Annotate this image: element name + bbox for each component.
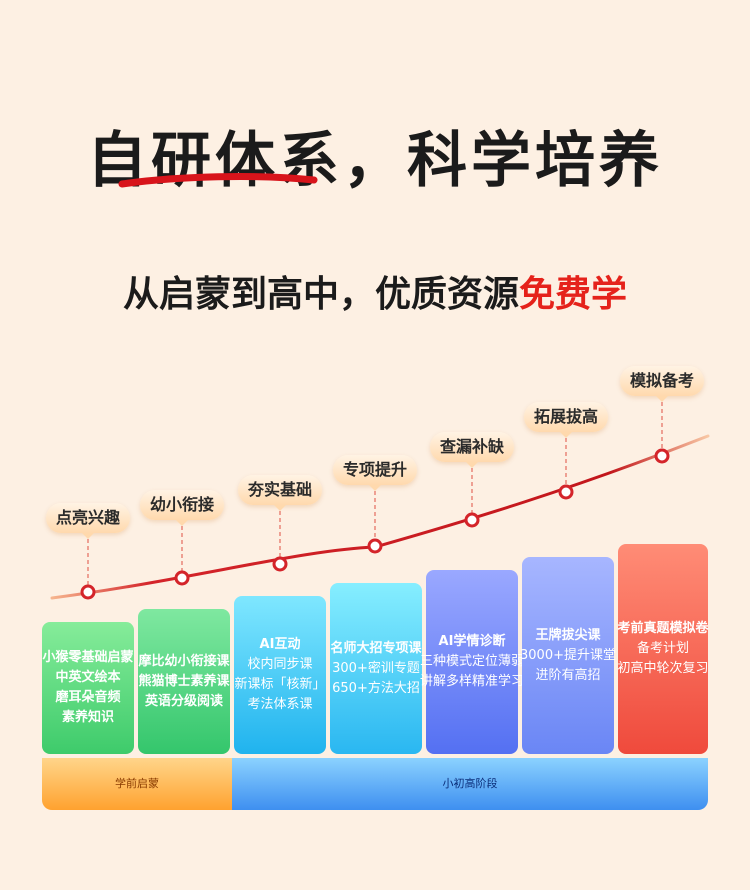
milestone-point — [272, 556, 288, 572]
course-card-line: 王牌拔尖课 — [535, 627, 601, 643]
course-card: 考前真题模拟卷备考计划初高中轮次复习 — [617, 544, 709, 754]
course-card-line: 备考计划 — [636, 641, 689, 656]
course-card-line: 考前真题模拟卷 — [617, 621, 709, 636]
milestone-point — [654, 448, 670, 464]
milestone-label: 幼小衔接 — [139, 490, 225, 526]
course-card-line: 650+方法大招 — [332, 680, 420, 696]
course-card-line: 300+密训专题 — [332, 660, 420, 676]
stage-k12: 小初高阶段 — [232, 758, 708, 810]
course-card-line: 三种模式定位薄弱 — [420, 654, 525, 669]
course-card: 小猴零基础启蒙中英文绘本磨耳朵音频素养知识 — [42, 622, 134, 754]
course-card-line: 讲解多样精准学习 — [420, 674, 525, 689]
course-card-line: 名师大招专项课 — [330, 640, 422, 656]
milestone-point — [367, 538, 383, 554]
course-card-line: 英语分级阅读 — [144, 693, 223, 709]
course-card-line: 中英文绘本 — [55, 670, 121, 685]
course-card-line: 校内同步课 — [247, 657, 313, 672]
course-card-line: 熊猫博士素养课 — [138, 673, 230, 689]
growth-curve — [50, 402, 710, 600]
course-card-line: 考法体系课 — [247, 697, 313, 712]
course-card-line: 小猴零基础启蒙 — [42, 650, 134, 665]
milestone-label: 模拟备考 — [619, 366, 705, 402]
milestone-point — [80, 584, 96, 600]
stage-preschool: 学前启蒙 — [42, 758, 232, 810]
milestone-point — [558, 484, 574, 500]
course-card-line: AI互动 — [259, 637, 301, 652]
course-card-line: 3000+提升课堂 — [520, 647, 616, 663]
course-card-line: 新课标「核新」 — [234, 677, 326, 692]
course-card-line: 进阶有高招 — [535, 667, 601, 683]
subline-prefix: 从启蒙到高中，优质资源 — [122, 274, 519, 315]
course-card: AI学情诊断三种模式定位薄弱讲解多样精准学习 — [420, 570, 524, 754]
course-card: 摩比幼小衔接课熊猫博士素养课英语分级阅读 — [138, 609, 230, 754]
course-card-line: 素养知识 — [61, 710, 114, 725]
headline: 自研体系，科学培养 — [87, 126, 663, 196]
milestone-point — [464, 512, 480, 528]
milestone-label: 夯实基础 — [237, 475, 323, 511]
subline: 从启蒙到高中，优质资源免费学 — [0, 265, 750, 317]
course-card-line: 初高中轮次复习 — [617, 661, 709, 676]
course-card: 名师大招专项课 300+密训专题 650+方法大招 — [330, 583, 422, 754]
course-card-line: AI学情诊断 — [438, 634, 506, 649]
course-card-line: 摩比幼小衔接课 — [138, 653, 230, 669]
milestone-label: 查漏补缺 — [429, 432, 515, 468]
milestone-label: 点亮兴趣 — [45, 503, 131, 539]
course-card: 王牌拔尖课 3000+提升课堂进阶有高招 — [520, 557, 616, 754]
course-card-line: 磨耳朵音频 — [55, 690, 121, 705]
milestone-point — [174, 570, 190, 586]
subline-accent: 免费学 — [519, 274, 628, 315]
course-card: AI互动校内同步课新课标「核新」考法体系课 — [234, 596, 326, 754]
milestone-label: 专项提升 — [332, 455, 418, 491]
milestone-label: 拓展拔高 — [523, 402, 609, 438]
headline-underline-stroke — [118, 173, 318, 188]
